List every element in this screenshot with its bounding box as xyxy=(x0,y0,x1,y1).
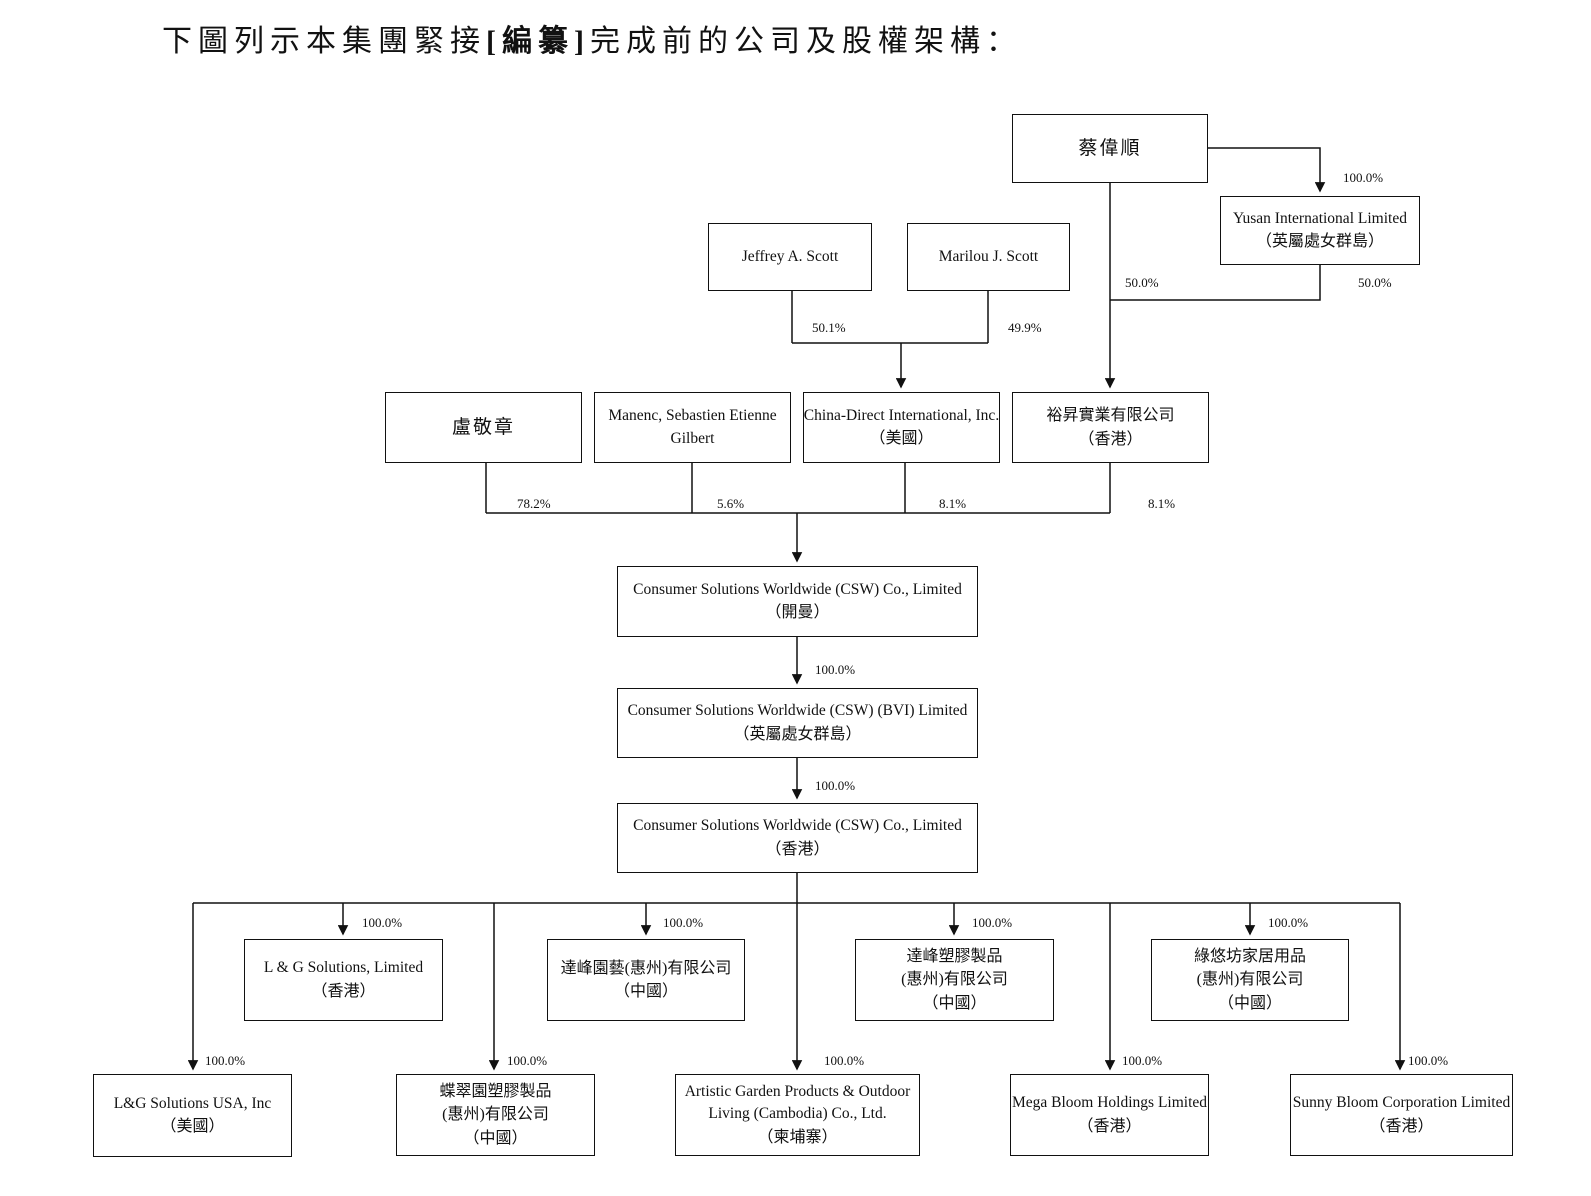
pct-cayman-to-bvi: 100.0% xyxy=(815,662,856,677)
pct-hk-to-lg-hk: 100.0% xyxy=(362,915,403,930)
node-label: Consumer Solutions Worldwide (CSW) (BVI)… xyxy=(627,702,968,720)
node-label: Marilou J. Scott xyxy=(938,247,1039,265)
node-sunny-bloom: Sunny Bloom Corporation Limited （香港） xyxy=(1290,1074,1513,1156)
node-lu-jing-zhang: 盧敬章 xyxy=(385,392,582,463)
node-jurisdiction: （開曼） xyxy=(765,604,830,622)
pct-yusheng-to-csw: 8.1% xyxy=(1148,496,1176,511)
node-label: Jeffrey A. Scott xyxy=(741,247,839,265)
pct-hk-to-dafeng-garden: 100.0% xyxy=(663,915,704,930)
node-label: 達峰園藝(惠州)有限公司 xyxy=(560,959,732,977)
node-cai-wai-shun: 蔡偉順 xyxy=(1012,114,1208,183)
node-jurisdiction: （香港） xyxy=(765,840,830,858)
pct-jeffrey-to-chinadirect: 50.1% xyxy=(812,320,846,335)
node-jurisdiction: （美國） xyxy=(160,1118,225,1136)
node-marilou-scott: Marilou J. Scott xyxy=(907,223,1070,291)
node-label-2: (惠州)有限公司 xyxy=(442,1106,549,1124)
pct-manenc-to-csw: 5.6% xyxy=(717,496,745,511)
node-mega-bloom: Mega Bloom Holdings Limited （香港） xyxy=(1010,1074,1209,1156)
pct-hk-to-luyoufang: 100.0% xyxy=(1268,915,1309,930)
node-jeffrey-scott: Jeffrey A. Scott xyxy=(708,223,872,291)
pct-yusan-to-yusheng: 50.0% xyxy=(1358,275,1392,290)
pct-hk-to-megabloom: 100.0% xyxy=(1122,1053,1163,1068)
node-label: Artistic Garden Products & Outdoor xyxy=(684,1082,911,1100)
node-yusan-international: Yusan International Limited （英屬處女群島） xyxy=(1220,196,1420,265)
node-csw-bvi: Consumer Solutions Worldwide (CSW) (BVI)… xyxy=(617,688,978,758)
node-label: Sunny Bloom Corporation Limited xyxy=(1292,1094,1511,1112)
pct-cai-to-yusan: 100.0% xyxy=(1343,170,1384,185)
node-china-direct: China-Direct International, Inc. （美國） xyxy=(803,392,1000,463)
node-label-2: Gilbert xyxy=(670,429,715,447)
node-label: 達峰塑膠製品 xyxy=(906,948,1003,966)
pct-bvi-to-hk: 100.0% xyxy=(815,778,856,793)
node-jurisdiction: （香港） xyxy=(1077,1117,1142,1135)
pct-hk-to-diecuiyuan: 100.0% xyxy=(507,1053,548,1068)
node-csw-hk: Consumer Solutions Worldwide (CSW) Co., … xyxy=(617,803,978,873)
node-label-2: (惠州)有限公司 xyxy=(1196,971,1304,989)
node-label: 綠悠坊家居用品 xyxy=(1193,948,1306,966)
node-label: Yusan International Limited xyxy=(1233,209,1407,227)
node-label: 蝶翠園塑膠製品 xyxy=(439,1083,552,1101)
node-jurisdiction: （中國） xyxy=(922,994,987,1012)
node-label: 裕昇實業有限公司 xyxy=(1046,407,1175,425)
node-label: Manenc, Sebastien Etienne xyxy=(608,407,777,425)
node-lg-solutions-hk: L & G Solutions, Limited （香港） xyxy=(244,939,443,1021)
node-csw-cayman: Consumer Solutions Worldwide (CSW) Co., … xyxy=(617,566,978,637)
node-label-2: (惠州)有限公司 xyxy=(901,971,1008,989)
node-label: Consumer Solutions Worldwide (CSW) Co., … xyxy=(633,817,962,835)
node-jurisdiction: （英屬處女群島） xyxy=(1255,233,1384,251)
node-label-2: Living (Cambodia) Co., Ltd. xyxy=(708,1105,887,1123)
node-jurisdiction: （香港） xyxy=(311,982,376,1000)
node-jurisdiction: （中國） xyxy=(463,1129,528,1147)
pct-hk-to-dafeng-plastic: 100.0% xyxy=(972,915,1013,930)
node-dafeng-plastic: 達峰塑膠製品 (惠州)有限公司 （中國） xyxy=(855,939,1054,1021)
pct-hk-to-artistic: 100.0% xyxy=(824,1053,865,1068)
node-label: L & G Solutions, Limited xyxy=(263,959,424,977)
node-artistic-garden: Artistic Garden Products & Outdoor Livin… xyxy=(675,1074,920,1156)
pct-cai-to-yusheng: 50.0% xyxy=(1125,275,1159,290)
node-manenc-gilbert: Manenc, Sebastien Etienne Gilbert xyxy=(594,392,791,463)
pct-marilou-to-chinadirect: 49.9% xyxy=(1008,320,1042,335)
node-label: Consumer Solutions Worldwide (CSW) Co., … xyxy=(633,580,962,598)
edge-yusan-to-yusheng-join xyxy=(1110,265,1321,301)
node-jurisdiction: （柬埔寨） xyxy=(757,1128,838,1146)
node-lg-solutions-usa: L&G Solutions USA, Inc （美國） xyxy=(93,1074,292,1157)
node-luyoufang-household: 綠悠坊家居用品 (惠州)有限公司 （中國） xyxy=(1151,939,1349,1021)
node-jurisdiction: （美國） xyxy=(869,430,934,448)
node-label: L&G Solutions USA, Inc xyxy=(113,1094,272,1112)
node-diecuiyuan-plastic: 蝶翠園塑膠製品 (惠州)有限公司 （中國） xyxy=(396,1074,595,1156)
node-dafeng-gardening: 達峰園藝(惠州)有限公司 （中國） xyxy=(547,939,745,1021)
node-label: Mega Bloom Holdings Limited xyxy=(1011,1094,1208,1112)
node-label: 盧敬章 xyxy=(451,416,515,438)
page-title: 下圖列示本集團緊接[編纂]完成前的公司及股權架構： xyxy=(162,16,1022,60)
node-jurisdiction: （香港） xyxy=(1369,1117,1434,1135)
pct-chinadirect-to-csw: 8.1% xyxy=(939,496,967,511)
node-yusheng-industrial: 裕昇實業有限公司 （香港） xyxy=(1012,392,1209,463)
edge-cai-to-yusan xyxy=(1208,147,1326,193)
title-suffix: 完成前的公司及股權架構： xyxy=(589,25,1022,58)
node-label: 蔡偉順 xyxy=(1078,137,1142,159)
node-jurisdiction: （英屬處女群島） xyxy=(733,725,862,743)
node-jurisdiction: （中國） xyxy=(1217,994,1282,1012)
node-label: China-Direct International, Inc. xyxy=(803,406,1000,424)
node-jurisdiction: （中國） xyxy=(613,983,678,1000)
pct-hk-to-sunnybloom: 100.0% xyxy=(1408,1053,1449,1068)
pct-hk-to-lg-usa: 100.0% xyxy=(205,1053,246,1068)
title-bold-segment: [編纂] xyxy=(486,25,590,58)
node-jurisdiction: （香港） xyxy=(1078,430,1143,448)
pct-lu-to-csw: 78.2% xyxy=(517,496,551,511)
title-prefix: 下圖列示本集團緊接 xyxy=(162,25,486,58)
